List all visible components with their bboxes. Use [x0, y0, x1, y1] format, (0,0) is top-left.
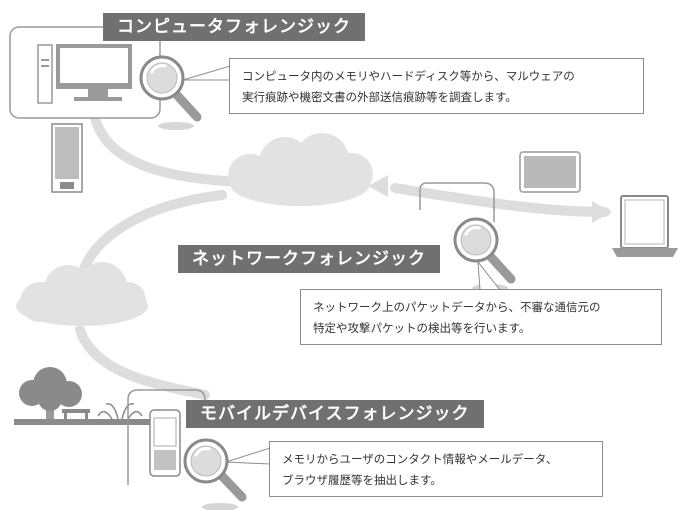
mobile-forensics-label: モバイルデバイスフォレンジック [186, 400, 484, 428]
network-forensics-label: ネットワークフォレンジック [178, 245, 440, 273]
arrow-head-left [368, 175, 388, 197]
path-computer-to-cloud [90, 113, 250, 187]
keyboard-icon [519, 151, 581, 193]
path-cloud-to-left [75, 190, 227, 290]
desktop-computer-icon [37, 44, 132, 104]
network-panel [419, 182, 495, 222]
callout-line: 実行痕跡や機密文書の外部送信痕跡等を調査します。 [242, 90, 517, 104]
magnifier-icon [139, 55, 202, 130]
double-arrow [368, 175, 612, 223]
server-icon [51, 123, 83, 193]
callout-line: コンピュータ内のメモリやハードディスク等から、マルウェアの [242, 69, 575, 83]
cloud-icon [228, 133, 373, 206]
laptop-icon [612, 195, 678, 257]
callout-pointer-mobile [225, 447, 271, 465]
magnifier-icon [183, 438, 247, 510]
cloud-icon [16, 262, 148, 326]
network-forensics-callout: ネットワーク上のパケットデータから、不審な通信元の 特定や攻撃パケットの検出等を… [300, 289, 662, 345]
callout-line: ネットワーク上のパケットデータから、不審な通信元の [313, 300, 601, 314]
tree-icon [19, 367, 82, 422]
path-to-laptop [390, 183, 610, 217]
computer-forensics-callout: コンピュータ内のメモリやハードディスク等から、マルウェアの 実行痕跡や機密文書の… [229, 58, 644, 114]
mobile-forensics-callout: メモリからユーザのコンタクト情報やメールデータ、 ブラウザ履歴等を抽出します。 [269, 441, 603, 497]
callout-pointer-computer [182, 65, 231, 81]
fountain-icon [97, 403, 143, 420]
bench-icon [62, 409, 90, 420]
callout-line: 特定や攻撃パケットの検出等を行います。 [313, 321, 531, 335]
callout-line: メモリからユーザのコンタクト情報やメールデータ、 [282, 452, 558, 466]
smartphone-icon [149, 409, 181, 477]
arrow-head-right [592, 201, 612, 223]
computer-forensics-label: コンピュータフォレンジック [103, 13, 365, 41]
ground [14, 419, 154, 425]
connection-paths [75, 113, 610, 400]
mobile-panel [127, 389, 206, 485]
path-left-to-mobile [75, 325, 210, 400]
callout-line: ブラウザ履歴等を抽出します。 [282, 473, 442, 487]
